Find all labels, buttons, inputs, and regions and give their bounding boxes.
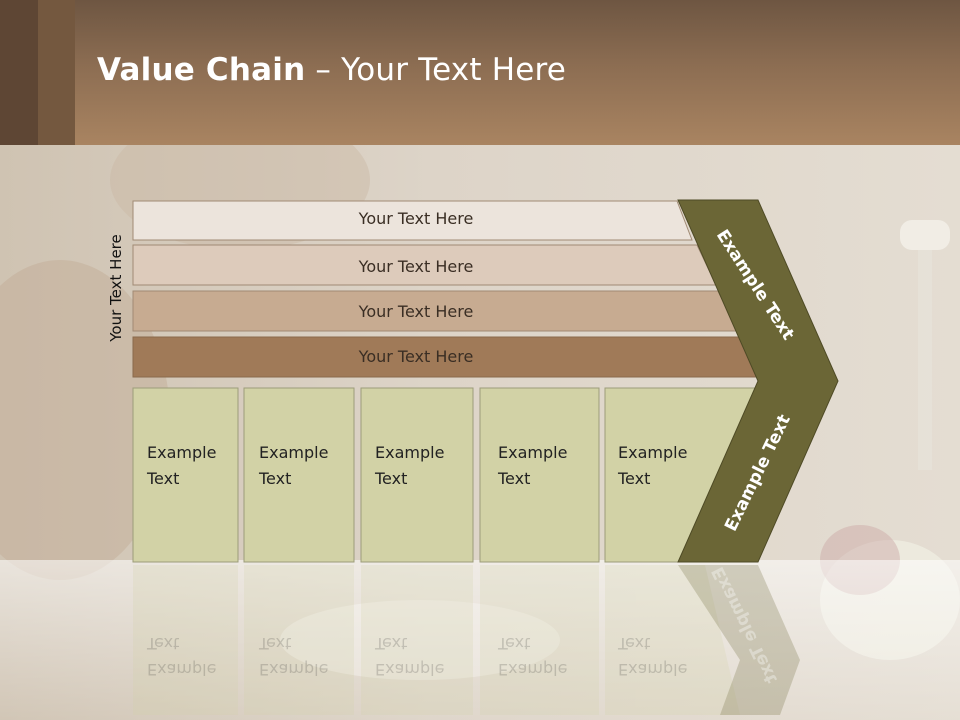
column-label-reflection: Example Text bbox=[375, 634, 445, 679]
chevron-reflection bbox=[678, 565, 800, 715]
header-bar bbox=[0, 0, 960, 145]
column-box-1 bbox=[132, 387, 239, 563]
column-label-reflection: Example Text bbox=[147, 634, 217, 679]
row-bar-1 bbox=[132, 200, 693, 241]
column-label-2: Example Text bbox=[259, 443, 329, 488]
column-label-1: Example Text bbox=[147, 443, 217, 488]
column-label-reflection: Example Text bbox=[618, 634, 688, 679]
column-label-reflection: Example Text bbox=[498, 634, 568, 679]
title-rest: – Your Text Here bbox=[305, 52, 567, 88]
column-box-3 bbox=[360, 387, 474, 563]
header-accent-strip bbox=[0, 0, 38, 145]
row-label-2: Your Text Here bbox=[358, 257, 474, 276]
row-label-4: Your Text Here bbox=[358, 347, 474, 366]
column-label-4: Example Text bbox=[498, 443, 568, 488]
chevron-arrow bbox=[677, 199, 839, 563]
title-bold: Value Chain bbox=[97, 52, 306, 88]
row-label-3: Your Text Here bbox=[358, 302, 474, 321]
column-box-2 bbox=[243, 387, 355, 563]
side-label: Your Text Here bbox=[107, 234, 125, 342]
column-box-4 bbox=[479, 387, 600, 563]
slide-title: Value Chain – Your Text Here bbox=[97, 52, 566, 88]
column-label-3: Example Text bbox=[375, 443, 445, 488]
header-accent-strip bbox=[38, 0, 75, 145]
column-label-5: Example Text bbox=[618, 443, 688, 488]
reflection bbox=[133, 565, 740, 715]
column-label-reflection: Example Text bbox=[259, 634, 329, 679]
row-label-1: Your Text Here bbox=[358, 209, 474, 228]
